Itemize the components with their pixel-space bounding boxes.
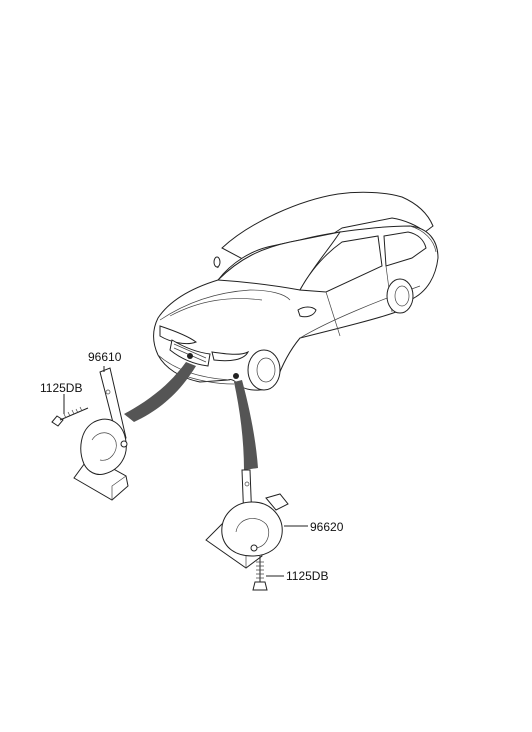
label-1125db-left: 1125DB [40, 381, 82, 395]
leader-band-left [124, 362, 196, 422]
horn-left-assembly [51, 366, 129, 501]
label-96610: 96610 [88, 350, 122, 364]
right-mount-point-icon [233, 373, 239, 379]
car-illustration [153, 191, 439, 391]
label-96620: 96620 [310, 520, 344, 534]
left-mount-point-icon [187, 353, 193, 359]
horn-right-assembly [205, 469, 308, 591]
leader-band-right [234, 380, 258, 470]
label-1125db-right: 1125DB [286, 569, 328, 583]
